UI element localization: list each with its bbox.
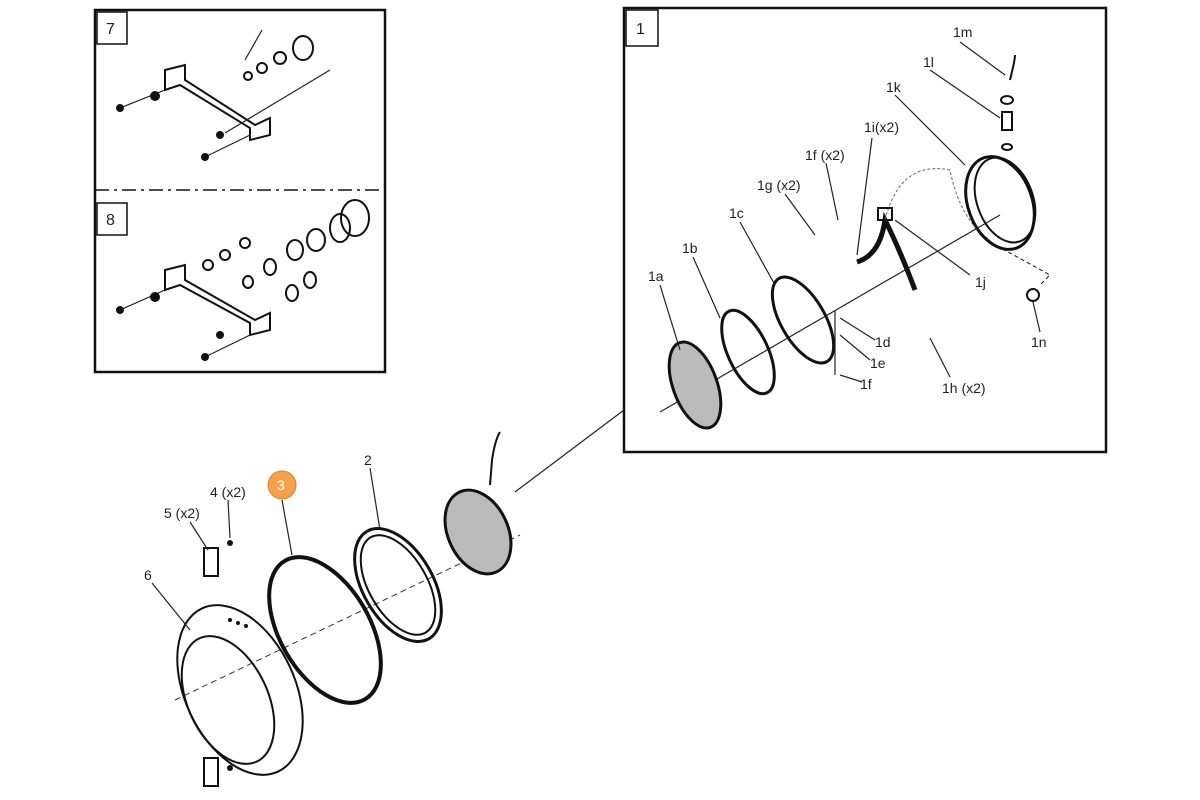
- label-5: 5 (x2): [164, 505, 200, 521]
- ring-1b: [720, 308, 776, 396]
- label-1e: 1e: [870, 355, 886, 371]
- label-2: 2: [364, 452, 372, 468]
- label-1f: 1f: [860, 376, 872, 392]
- lamp-unit: [443, 431, 513, 576]
- panel-8-number: 8: [106, 212, 115, 229]
- ring-1c: [770, 275, 836, 365]
- bracket-8: [116, 199, 370, 361]
- main-assembly: 6 5 (x2) 4 (x2) 2 3: [144, 409, 625, 787]
- highlight-callout-3[interactable]: [267, 470, 297, 500]
- label-1n: 1n: [1031, 334, 1047, 350]
- label-1f-x2: 1f (x2): [805, 147, 845, 163]
- panel-1-number: 1: [636, 21, 645, 38]
- label-1i: 1i(x2): [864, 119, 899, 135]
- label-1b: 1b: [682, 240, 698, 256]
- lens-1a: [667, 340, 723, 430]
- housing-1k: [964, 155, 1037, 251]
- label-6: 6: [144, 567, 152, 583]
- panel-7-8: 7 8: [93, 8, 387, 374]
- screw-4: [227, 540, 233, 546]
- panel-7-number: 7: [106, 21, 115, 38]
- label-1j: 1j: [975, 274, 986, 290]
- panel-1: 1: [622, 6, 1108, 454]
- label-1a: 1a: [648, 268, 664, 284]
- label-1l: 1l: [923, 54, 934, 70]
- bezel-6: [176, 604, 304, 776]
- label-1d: 1d: [875, 334, 891, 350]
- clip-5: [203, 547, 219, 787]
- label-1m: 1m: [953, 24, 972, 40]
- screw-1n: [1026, 288, 1040, 302]
- label-1g: 1g (x2): [757, 177, 801, 193]
- label-1c: 1c: [729, 205, 744, 221]
- ring-2: [353, 527, 443, 643]
- bracket-7: [116, 29, 331, 161]
- seal-3: [267, 555, 383, 705]
- label-3: 3: [277, 477, 285, 493]
- screw-4-lower: [227, 765, 233, 771]
- label-4: 4 (x2): [210, 484, 246, 500]
- label-1k: 1k: [886, 79, 902, 95]
- connector-1l: [1000, 54, 1016, 151]
- label-1h: 1h (x2): [942, 380, 986, 396]
